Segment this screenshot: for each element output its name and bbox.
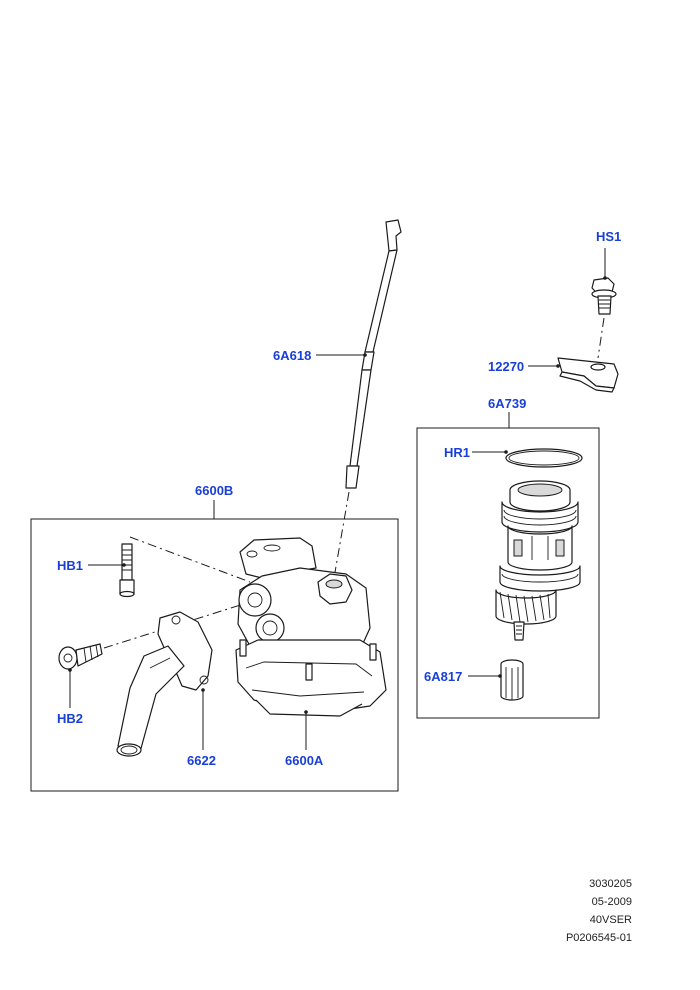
callout-hb2[interactable]: HB2 (57, 711, 83, 726)
callout-6622[interactable]: 6622 (187, 753, 216, 768)
pump-drive-assembly (495, 480, 581, 641)
bracket-12270 (556, 357, 619, 393)
callout-6600b[interactable]: 6600B (195, 483, 233, 498)
oil-pump-body-6600a (235, 537, 387, 717)
pickup-pipe-6622 (116, 611, 213, 757)
o-ring-hr1 (504, 448, 583, 468)
reference-line-1: 3030205 (589, 878, 632, 890)
reference-line-3: 40VSER (589, 914, 632, 926)
coupling-sleeve-6a817 (498, 659, 524, 701)
callout-12270[interactable]: 12270 (488, 359, 524, 374)
group-box-6a739 (416, 427, 600, 719)
reference-line-4: P0206545-01 (565, 932, 632, 944)
bolt-hb1 (119, 543, 135, 598)
callout-6a739[interactable]: 6A739 (488, 396, 526, 411)
callout-hb1[interactable]: HB1 (57, 558, 83, 573)
callout-hs1[interactable]: HS1 (596, 229, 621, 244)
callout-hr1[interactable]: HR1 (444, 445, 470, 460)
callout-6a618[interactable]: 6A618 (273, 348, 311, 363)
callout-6a817[interactable]: 6A817 (424, 669, 462, 684)
callout-6600a[interactable]: 6600A (285, 753, 324, 768)
bolt-hs1 (591, 276, 617, 315)
dipstick-tube (345, 219, 402, 489)
bolt-hb2 (58, 643, 103, 672)
reference-block: 3030205 05-2009 40VSER P0206545-01 (566, 875, 632, 947)
reference-line-2: 05-2009 (591, 896, 632, 908)
